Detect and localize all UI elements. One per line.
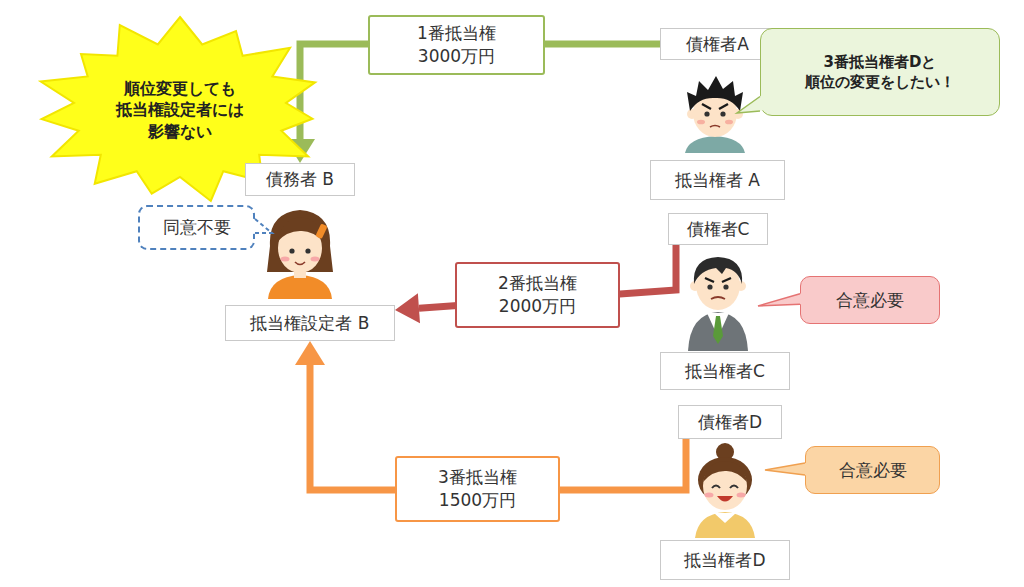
eye — [289, 248, 294, 253]
mouth — [295, 262, 305, 265]
node-text: 3番抵当権者Dと 順位の変更をしたい！ — [788, 52, 973, 93]
callout-tail — [758, 292, 806, 306]
eye — [723, 284, 728, 289]
role-box: 抵当権者C — [660, 352, 790, 390]
edge-label: 3番抵当権 1500万円 — [428, 466, 528, 512]
eye — [704, 111, 709, 116]
role-box: 債権者C — [668, 213, 768, 245]
speech-callout: 3番抵当権者Dと 順位の変更をしたい！ — [760, 28, 1000, 116]
blush — [705, 493, 714, 498]
tie — [713, 316, 723, 344]
mouth — [711, 297, 725, 299]
face — [703, 462, 747, 510]
node-text: 抵当権者D — [684, 549, 765, 572]
speech-callout: 合意必要 — [800, 276, 940, 324]
creditor-a-figure — [685, 76, 745, 153]
top — [695, 512, 755, 538]
role-box: 債務者 B — [245, 163, 355, 196]
callout-tail-outline — [758, 294, 800, 306]
edge-label: 1番抵当権 3000万円 — [407, 22, 507, 68]
eyes — [712, 486, 738, 489]
arrow-head — [295, 341, 325, 365]
node-text: 債権者A — [686, 33, 749, 56]
mouth — [717, 496, 733, 502]
edge-label-box: 2番抵当権 2000万円 — [455, 262, 620, 328]
role-box: 債権者D — [678, 405, 782, 439]
hair-clip — [315, 223, 327, 239]
bangs — [277, 218, 324, 242]
blush — [725, 120, 733, 125]
edge-label-box: 1番抵当権 3000万円 — [368, 15, 545, 75]
speech-callout: 合意必要 — [805, 446, 940, 494]
node-text: 抵当権設定者 B — [250, 312, 369, 335]
node-text: 抵当権者C — [685, 360, 765, 383]
hair — [694, 257, 742, 284]
node-text: 同意不要 — [163, 216, 231, 239]
node-text: 債権者C — [687, 218, 750, 241]
callout-tail-outline — [255, 219, 272, 233]
eyebrows — [702, 104, 728, 109]
node-text: 債権者D — [698, 411, 762, 434]
blush — [697, 120, 705, 125]
creditor-d-figure — [695, 443, 755, 538]
eye — [305, 248, 310, 253]
hair — [267, 210, 333, 272]
shirt — [685, 136, 745, 153]
callout-tail — [765, 462, 811, 476]
role-box: 抵当権者 A — [650, 160, 785, 200]
edge-label: 2番抵当権 2000万円 — [488, 272, 588, 318]
eyebrows — [705, 278, 731, 282]
collar — [714, 513, 736, 523]
blush — [311, 257, 320, 262]
role-box: 債権者A — [660, 28, 775, 60]
callout-tail-outline — [737, 97, 760, 114]
role-box: 抵当権者D — [660, 540, 790, 580]
hair — [687, 76, 743, 111]
creditor-c-figure — [688, 257, 748, 351]
callout-tail — [737, 92, 766, 113]
suit — [688, 312, 748, 351]
thought-callout: 同意不要 — [138, 205, 255, 250]
node-text: 債務者 B — [266, 168, 334, 191]
eye — [707, 284, 712, 289]
blush — [281, 257, 290, 262]
shirt — [268, 275, 332, 299]
role-box: 抵当権設定者 B — [225, 305, 395, 341]
mouth — [710, 126, 720, 128]
blush — [737, 493, 746, 498]
node-text: 合意必要 — [839, 459, 907, 482]
arrow-head — [395, 293, 420, 323]
node-text: 合意必要 — [836, 289, 904, 312]
eye — [720, 111, 725, 116]
mortgage-arrow — [395, 245, 676, 323]
callout-tail-outline — [765, 463, 805, 475]
edge-label-box: 3番抵当権 1500万円 — [395, 456, 560, 522]
bangs — [703, 461, 747, 482]
debtor-b-figure — [267, 210, 333, 299]
node-text: 抵当権者 A — [675, 169, 760, 192]
node-text: 順位変更しても 抵当権設定者には 影響ない — [105, 78, 255, 143]
callout-tail — [251, 217, 272, 234]
